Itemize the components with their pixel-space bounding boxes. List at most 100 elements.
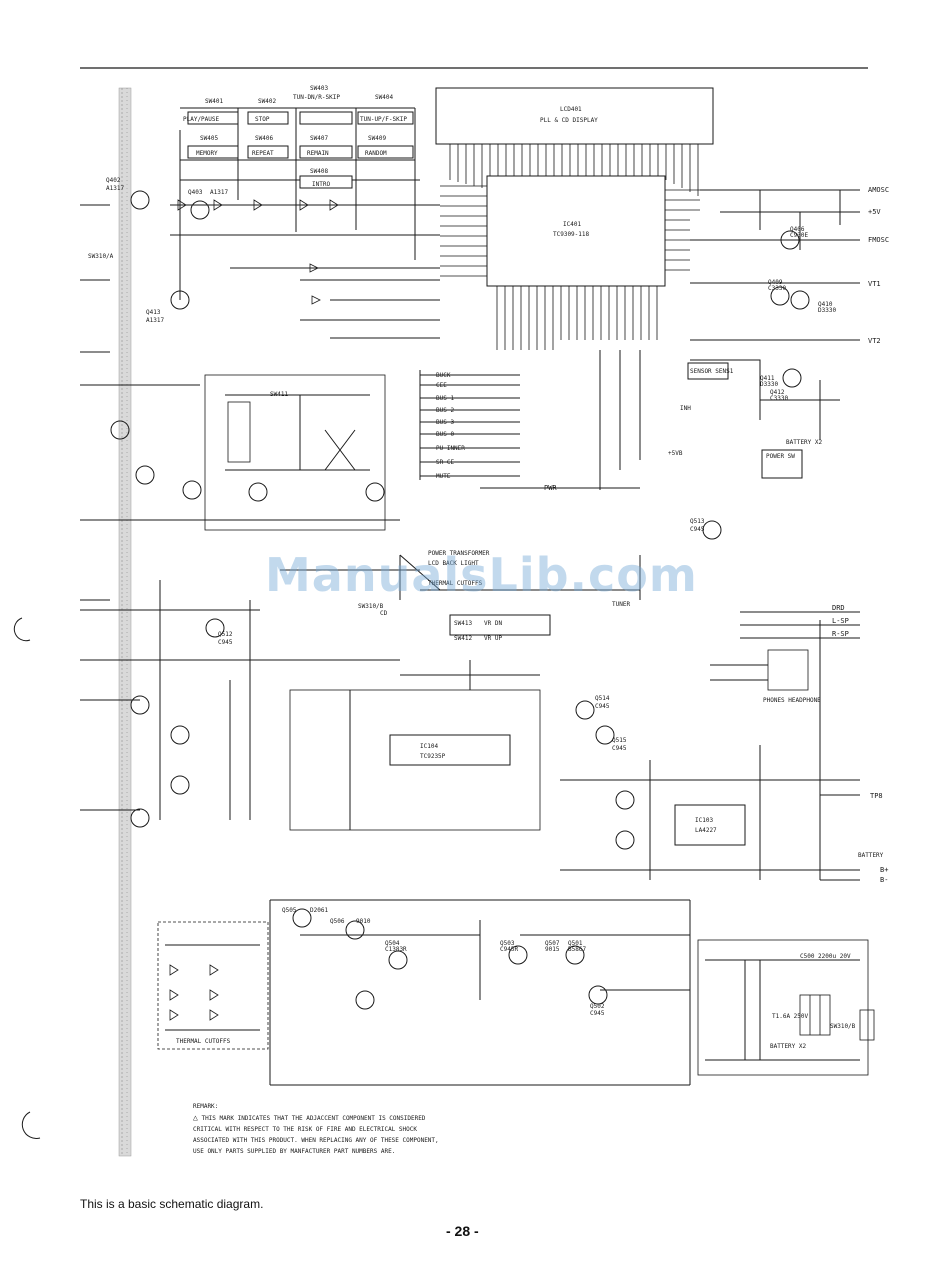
sw412-ref: SW412 — [454, 635, 472, 642]
q505-part: D2061 — [310, 907, 328, 914]
lcd-label: PLL & CD DISPLAY — [540, 117, 598, 124]
backlight-leds — [165, 944, 260, 1031]
sw402-label: STOP — [255, 116, 270, 123]
ic401-body — [486, 175, 666, 287]
label-tp8: TP8 — [870, 792, 883, 800]
q512-part: C945 — [218, 639, 233, 646]
sw403-ref: SW403 — [310, 85, 328, 92]
q409-ref: Q409 — [768, 279, 783, 286]
sw406-label: REPEAT — [252, 150, 274, 157]
q512-ref: Q512 — [218, 631, 233, 638]
power-supply-block — [697, 939, 869, 1076]
label-pwr: PWR — [544, 484, 557, 492]
remark-title: REMARK: — [193, 1103, 219, 1110]
ic104-region — [289, 660, 541, 831]
q403-ref: Q403 — [188, 189, 203, 196]
label-sw310b: SW310/B — [358, 603, 384, 610]
ic401-pins — [440, 185, 700, 350]
ic104-part: TC9235P — [420, 753, 446, 760]
ic401-part: TC9309-118 — [553, 231, 590, 238]
ic103-part: LA4227 — [695, 827, 717, 834]
q410-ref: Q410 — [818, 301, 833, 308]
q507-part: 9015 — [545, 946, 560, 953]
ic104-ref: IC104 — [420, 743, 438, 750]
q402-part: A1317 — [106, 185, 124, 192]
sw405-ref: SW405 — [200, 135, 218, 142]
sw413-ref: SW413 — [454, 620, 472, 627]
q413-ref: Q413 — [146, 309, 161, 316]
ic103-ref: IC103 — [695, 817, 713, 824]
label-inh: INH — [680, 405, 691, 412]
bus-sr-ce: SR-CE — [436, 459, 454, 466]
label-headphone: PHONES HEADPHONE — [763, 697, 821, 704]
sw409-ref: SW409 — [368, 135, 386, 142]
bus-0: BUS 0 — [436, 431, 454, 438]
diagram-caption: This is a basic schematic diagram. — [80, 1197, 264, 1211]
sw408-ref: SW408 — [310, 168, 328, 175]
q503-ref: Q503 — [500, 940, 515, 947]
sel-cd: THERMAL CUTOFFS — [428, 580, 483, 587]
label-vt1: VT1 — [868, 280, 881, 288]
sw401-ref: SW401 — [205, 98, 223, 105]
q504-ref: Q504 — [385, 940, 400, 947]
power-supply-internals — [705, 959, 875, 1061]
binding-strip — [118, 87, 132, 1157]
ic103-region — [560, 620, 860, 880]
q411-part: D3330 — [760, 381, 778, 388]
power-switch-box — [761, 449, 803, 479]
bus-mute: MUTE — [436, 473, 451, 480]
detector-block — [204, 374, 386, 531]
q513-ref: Q513 — [690, 518, 705, 525]
warning-triangle-icon: △ — [193, 1113, 198, 1122]
remark-line-2: CRITICAL WITH RESPECT TO THE RISK OF FIR… — [193, 1126, 417, 1133]
q403-part: A1317 — [210, 189, 228, 196]
label-lsp: L-SP — [832, 617, 849, 625]
ic103-body — [674, 804, 746, 846]
switch-matrix — [179, 107, 420, 300]
lcd-backlight-box — [157, 921, 269, 1050]
bus-cee: CEE — [436, 382, 447, 389]
sw405-label: MEMORY — [196, 150, 218, 157]
label-5vb: +5VB — [668, 450, 683, 457]
bus-2: BUS 2 — [436, 407, 454, 414]
bus-3: BUS 3 — [436, 419, 454, 426]
label-battery-x2: BATTERY X2 — [786, 439, 823, 446]
q513-part: C945 — [690, 526, 705, 533]
ps-fuse: T1.6A 250V — [772, 1013, 809, 1020]
label-vt2: VT2 — [868, 337, 881, 345]
sw407-ref: SW407 — [310, 135, 328, 142]
q505-ref: Q505 — [282, 907, 297, 914]
q502-part: C945 — [590, 1010, 605, 1017]
label-sensor: SENSOR SENS1 — [690, 368, 734, 375]
q412-part: C3330 — [770, 395, 788, 402]
q514-part: C945 — [595, 703, 610, 710]
label-bminus: B- — [880, 876, 888, 884]
label-battery: BATTERY — [858, 852, 884, 859]
remark-line-1: △ THIS MARK INDICATES THAT THE ADJACCENT… — [193, 1112, 613, 1124]
remark-block: REMARK: △ THIS MARK INDICATES THAT THE A… — [193, 1101, 613, 1157]
lcd-pin-lines — [449, 144, 699, 196]
detector-internals — [225, 394, 385, 502]
q515-ref: Q515 — [612, 737, 627, 744]
tuner-section — [690, 189, 860, 440]
label-amosc: AMOSC — [868, 186, 889, 194]
sel-fm: TUNER — [612, 601, 630, 608]
q513-symbol — [702, 520, 722, 540]
sw407-label: REMAIN — [307, 150, 329, 157]
regulator-block — [269, 899, 691, 1086]
q503-part: C945R — [500, 946, 518, 953]
sw404-label: TUN-UP/F-SKIP — [360, 116, 407, 123]
q412-ref: Q412 — [770, 389, 785, 396]
sw401-label: PLAY/PAUSE — [183, 116, 220, 123]
left-transistors — [80, 384, 400, 828]
label-drd: DRD — [832, 604, 845, 612]
ps-thermal: SW310/B — [830, 1023, 856, 1030]
left-edge-fragments — [13, 204, 110, 1139]
watermark: ManualsLib.com — [265, 548, 698, 602]
q410-part: D3330 — [818, 307, 836, 314]
sel-tuner: POWER TRANSFORMER — [428, 550, 490, 557]
sw408-label: INTRO — [312, 181, 330, 188]
q406-ref: Q406 — [790, 226, 805, 233]
q506-part: 9010 — [356, 918, 371, 925]
